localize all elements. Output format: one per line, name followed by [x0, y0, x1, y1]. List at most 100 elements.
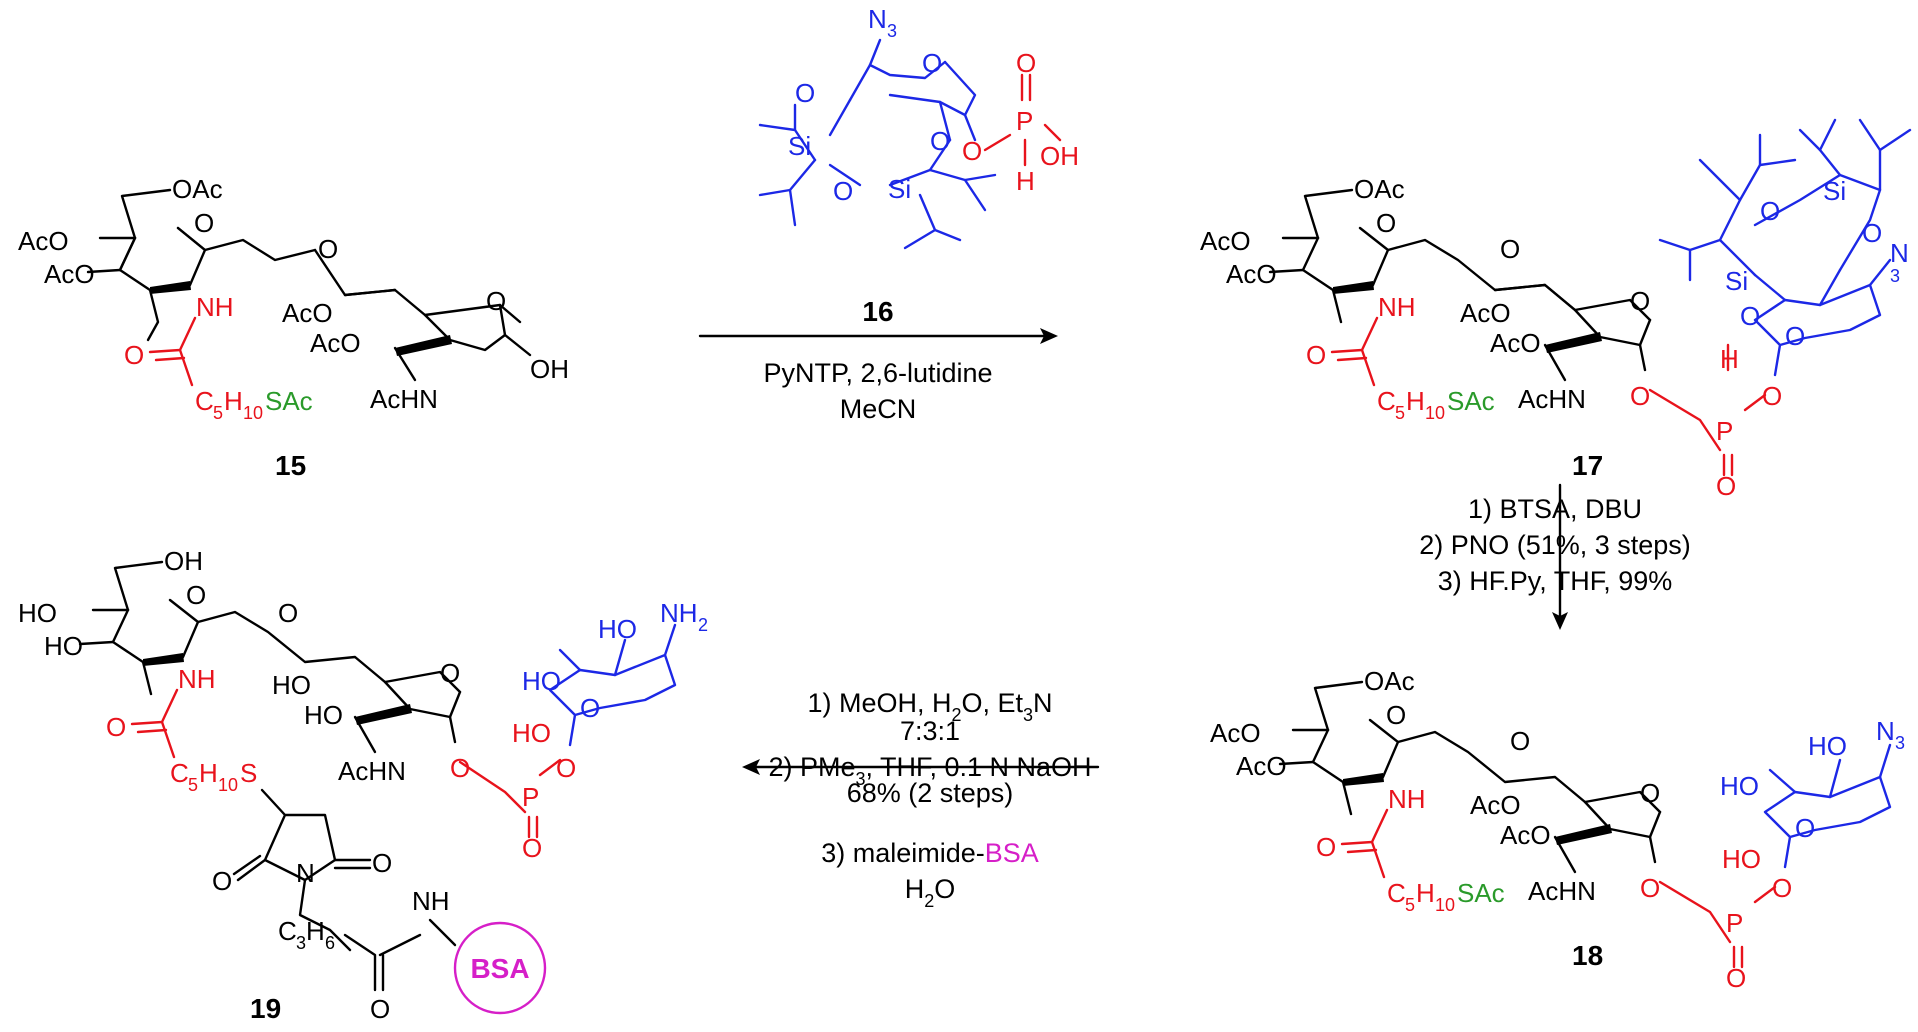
- atom-sac: SAc: [265, 386, 313, 416]
- subscript: 10: [243, 403, 263, 423]
- atom-oh: HO: [512, 718, 551, 748]
- condition-line: 3) HF.Py, THF, 99%: [1438, 566, 1673, 596]
- atom-ho: HO: [18, 598, 57, 628]
- compound-18: OAc AcO AcO O O NH O C 5 H 10 SAc AcO Ac…: [1210, 666, 1905, 993]
- atom-ho: HO: [272, 670, 311, 700]
- atom-si: Si: [1823, 176, 1846, 206]
- atom-aco: AcO: [44, 259, 95, 289]
- condition-line: PyNTP, 2,6-lutidine: [763, 358, 992, 388]
- arrow-step-3: 1) MeOH, H2O, Et3N 7:3:1 2) PMe3, THF, 0…: [742, 688, 1100, 911]
- compound-label-15: 15: [275, 450, 306, 481]
- atom-achn: AcHN: [1528, 876, 1596, 906]
- atom-si: Si: [788, 131, 811, 161]
- compound-label-18: 18: [1572, 940, 1603, 971]
- subscript: 10: [1425, 403, 1445, 423]
- atom-aco: AcO: [1210, 718, 1261, 748]
- subscript: 6: [325, 933, 335, 953]
- atom-o: O: [186, 580, 206, 610]
- atom-ho: HO: [44, 631, 83, 661]
- atom-o: O: [1862, 218, 1882, 248]
- atom-ho: HO: [1808, 731, 1847, 761]
- condition-line: 7:3:1: [900, 716, 960, 746]
- atom-o: O: [1740, 301, 1760, 331]
- condition-line: 2) PNO (51%, 3 steps): [1419, 530, 1691, 560]
- atom-o: O: [1630, 286, 1650, 316]
- atom-o: O: [1016, 48, 1036, 78]
- atom-aco: AcO: [1236, 751, 1287, 781]
- subscript: 2: [698, 615, 708, 635]
- atom-o: O: [1716, 471, 1736, 501]
- atom-o: O: [212, 866, 232, 896]
- atom-c: C: [278, 916, 297, 946]
- compound-label-17: 17: [1572, 450, 1603, 481]
- condition-line: H2O: [905, 874, 956, 911]
- atom-s: S: [240, 758, 257, 788]
- atom-h: H: [1416, 878, 1435, 908]
- atom-n3: N: [868, 4, 887, 34]
- atom-o: O: [833, 176, 853, 206]
- compound-16: N 3 O O Si O O Si O O P OH H: [758, 4, 1079, 250]
- subscript: 3: [1895, 733, 1905, 753]
- condition-line: 1) MeOH, H2O, Et3N: [807, 688, 1052, 725]
- atom-p: P: [1716, 416, 1733, 446]
- atom-c: C: [170, 758, 189, 788]
- compound-15: OAc AcO AcO O O NH O C 5 H 10 SAc AcO Ac…: [18, 174, 569, 481]
- atom-nh: NH: [1378, 292, 1416, 322]
- atom-o: O: [1306, 340, 1326, 370]
- atom-o: O: [486, 286, 506, 316]
- atom-aco: AcO: [1490, 328, 1541, 358]
- atom-achn: AcHN: [338, 756, 406, 786]
- atom-sac: SAc: [1447, 386, 1495, 416]
- atom-o: O: [1762, 381, 1782, 411]
- compound-19: OH HO HO O O NH O C 5 H 10 S O N O C 3 H…: [18, 546, 708, 1024]
- atom-aco: AcO: [1470, 790, 1521, 820]
- condition-line: 1) BTSA, DBU: [1468, 494, 1642, 524]
- condition-line: 68% (2 steps): [847, 778, 1014, 808]
- subscript: 5: [1395, 403, 1405, 423]
- atom-o: O: [580, 693, 600, 723]
- atom-ho: HO: [598, 614, 637, 644]
- atom-sac: SAc: [1457, 878, 1505, 908]
- atom-o: O: [1795, 813, 1815, 843]
- atom-o: O: [1726, 963, 1746, 993]
- atom-o: O: [124, 340, 144, 370]
- atom-h: H: [1406, 386, 1425, 416]
- atom-nh: NH: [1388, 784, 1426, 814]
- atom-oac: OAc: [1354, 174, 1405, 204]
- atom-achn: AcHN: [370, 384, 438, 414]
- atom-oac: OAc: [172, 174, 223, 204]
- subscript: 10: [218, 775, 238, 795]
- atom-n3: N: [1890, 238, 1909, 268]
- atom-o: O: [1510, 726, 1530, 756]
- atom-o: O: [440, 658, 460, 688]
- atom-o: O: [372, 848, 392, 878]
- atom-n: N: [296, 858, 315, 888]
- arrow-step-2: 1) BTSA, DBU 2) PNO (51%, 3 steps) 3) HF…: [1419, 483, 1691, 630]
- subscript: 3: [887, 21, 897, 41]
- subscript: 5: [1405, 895, 1415, 915]
- atom-o: O: [318, 234, 338, 264]
- atom-oac: OAc: [1364, 666, 1415, 696]
- atom-o: O: [1640, 873, 1660, 903]
- atom-nh2: NH: [660, 598, 698, 628]
- condition-line: 3) maleimide-BSA: [821, 838, 1039, 868]
- atom-h: H: [306, 916, 325, 946]
- atom-aco: AcO: [310, 328, 361, 358]
- atom-o: O: [278, 598, 298, 628]
- atom-oh: OH: [530, 354, 569, 384]
- bsa-protein-circle: [453, 921, 547, 1015]
- atom-p: P: [1726, 908, 1743, 938]
- atom-nh: NH: [412, 886, 450, 916]
- condition-line: 2) PMe3, THF, 0.1 N NaOH: [768, 752, 1091, 789]
- atom-h: H: [224, 386, 243, 416]
- subscript: 5: [188, 775, 198, 795]
- atom-o: O: [922, 48, 942, 78]
- atom-c: C: [1387, 878, 1406, 908]
- atom-oh: OH: [164, 546, 203, 576]
- condition-line: MeCN: [840, 394, 917, 424]
- atom-o: O: [1772, 873, 1792, 903]
- atom-p: P: [522, 782, 539, 812]
- atom-nh: NH: [178, 664, 216, 694]
- atom-o: O: [1630, 381, 1650, 411]
